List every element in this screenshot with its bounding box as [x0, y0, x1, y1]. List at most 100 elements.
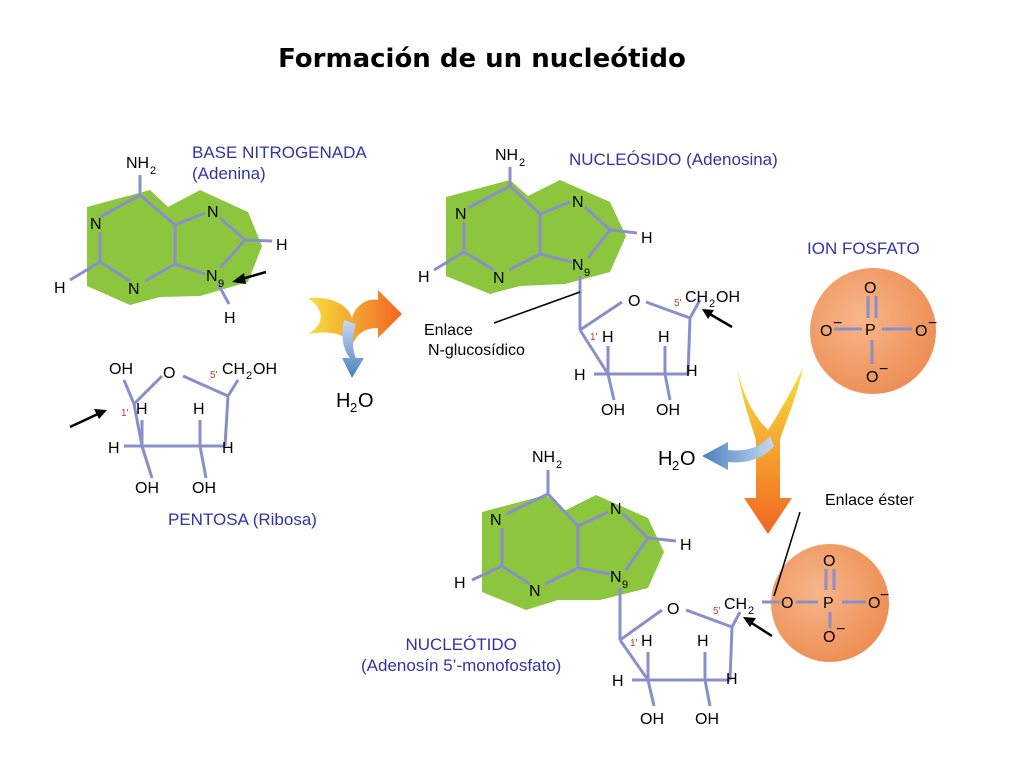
- adenine-h2: H: [54, 280, 66, 297]
- nucleoside-c1-prime: 1': [590, 332, 598, 343]
- nucleotide-h4: H: [697, 633, 709, 650]
- water-1-o: O: [358, 390, 374, 412]
- nucleoside-molecule: N N N N 9 NH 2 H H O 5' CH 2 OH 1' H H H…: [418, 147, 740, 419]
- adenine-bonds: [69, 175, 273, 305]
- nucleoside-c5-prime: 5': [674, 298, 682, 309]
- condensation-arrow-1: H 2 O: [308, 290, 402, 415]
- phosphate-o-bottom-charge: −: [879, 361, 888, 378]
- nucleoside-h1: H: [602, 329, 614, 346]
- ribose-c2-oh: OH: [135, 480, 159, 497]
- adenine-molecule: N N N N 9 NH 2 H H H: [54, 155, 288, 327]
- adenine-n3: N: [128, 281, 140, 298]
- phosphate-ion-circle: [810, 268, 936, 394]
- nucleotide-c2-oh: OH: [640, 711, 664, 728]
- nucleotide-n1: N: [490, 512, 502, 529]
- phosphate-ion-label: ION FOSFATO: [807, 239, 920, 258]
- nucleotide-label-compound: (Adenosín 5’-monofosfato): [361, 656, 562, 675]
- adenine-amino-nh: NH: [126, 155, 149, 172]
- glycosidic-bond-leader: [493, 291, 581, 324]
- nucleoside-base-highlight: [446, 180, 626, 294]
- water-release-arrow-2: [702, 436, 774, 470]
- ribose-ch2-subscript: 2: [246, 370, 252, 382]
- nucleotide-ch2: CH 2: [724, 596, 754, 617]
- nucleotide-molecule: N N N N 9 NH 2 H H O 5' CH 2 1' H H H H …: [454, 449, 889, 728]
- ribose-c3-oh: OH: [192, 480, 216, 497]
- glycosidic-bond-line1: Enlace: [424, 322, 473, 339]
- nucleotide-phosphate-o-bottom-charge: −: [836, 621, 845, 638]
- base-label: BASE NITROGENADA (Adenina): [192, 142, 367, 184]
- ribose-c1-prime: 1': [121, 408, 129, 419]
- ribose-h3: H: [222, 440, 234, 457]
- nucleotide-n9-number: 9: [622, 579, 628, 591]
- nucleoside-n3: N: [493, 270, 505, 287]
- ribose-h2: H: [108, 440, 120, 457]
- ribose-c1-pointer-arrow: [69, 409, 107, 429]
- ribose-ring-oxygen: O: [163, 365, 175, 382]
- nucleoside-ring-oxygen: O: [628, 293, 640, 310]
- nucleotide-phosphate-o-bottom: O: [823, 629, 835, 646]
- base-label-name: BASE NITROGENADA: [192, 143, 367, 162]
- adenine-n9: N: [206, 268, 218, 285]
- ribose-molecule: O OH 5' CH 2 OH 1' H H H H OH OH: [69, 361, 277, 497]
- nucleotide-ch2-subscript: 2: [748, 605, 754, 617]
- nucleoside-amino-nh: NH: [495, 147, 518, 164]
- phosphate-o-left-charge: −: [833, 315, 842, 332]
- ribose-c1-oh: OH: [109, 361, 133, 378]
- nucleotide-phosphate-p: P: [823, 595, 834, 612]
- nucleotide-label: NUCLEÓTIDO (Adenosín 5’-monofosfato): [361, 634, 561, 676]
- nucleotide-h1: H: [641, 633, 653, 650]
- nucleotide-h2prime: H: [612, 673, 624, 690]
- nucleotide-n7: N: [610, 501, 622, 518]
- pentose-label: PENTOSA (Ribosa): [168, 510, 317, 529]
- nucleotide-phosphate-circle: [771, 544, 889, 662]
- nucleotide-h3prime: H: [726, 671, 738, 688]
- ribose-h4: H: [193, 401, 205, 418]
- nucleoside-n9-number: 9: [584, 267, 590, 279]
- nucleoside-ch2oh: CH 2 OH: [685, 289, 740, 310]
- nucleoside-n7: N: [572, 194, 584, 211]
- phosphate-o-left: O: [820, 323, 832, 340]
- water-1-subscript: 2: [350, 400, 357, 415]
- nucleotide-ester-oxygen: O: [781, 595, 793, 612]
- ribose-ch: CH: [222, 361, 245, 378]
- nucleoside-n9: N: [572, 257, 584, 274]
- nucleotide-h2: H: [454, 575, 466, 592]
- water-2-subscript: 2: [672, 458, 679, 473]
- phosphate-o-bottom: O: [866, 369, 878, 386]
- nucleoside-n1: N: [455, 206, 467, 223]
- nucleotide-label-name: NUCLEÓTIDO: [405, 635, 517, 654]
- nucleotide-amino-subscript: 2: [556, 459, 562, 471]
- ribose-ch2oh: CH 2 OH: [222, 361, 277, 382]
- phosphate-o-top: O: [864, 280, 876, 297]
- nucleotide-c3-oh: OH: [695, 711, 719, 728]
- ribose-c5-prime: 5': [210, 370, 218, 381]
- nucleoside-c3-oh: OH: [656, 402, 680, 419]
- page-title: Formación de un nucleótido: [278, 44, 686, 74]
- phosphate-ion: O P O − O − O −: [810, 268, 937, 394]
- nucleotide-c5-pointer-arrow: [743, 617, 773, 638]
- nucleotide-amino-nh: NH: [532, 449, 555, 466]
- nucleotide-phosphate-o-top: O: [823, 553, 835, 570]
- nucleoside-c2-oh: OH: [601, 402, 625, 419]
- nucleotide-n9: N: [610, 569, 622, 586]
- water-release-arrow: [342, 320, 364, 378]
- nucleotide-c1-prime: 1': [630, 638, 638, 649]
- merge-arrow-shape: [308, 290, 402, 346]
- base-label-compound: (Adenina): [192, 164, 266, 183]
- nucleotide-phosphate-o-right: O: [868, 595, 880, 612]
- glycosidic-bond-line2: N-glucosídico: [428, 342, 525, 359]
- phosphate-o-right-charge: −: [928, 315, 937, 332]
- adenine-h8: H: [276, 237, 288, 254]
- ribose-ch2oh-oh: OH: [253, 361, 277, 378]
- ester-bond-leader: [773, 511, 801, 597]
- adenine-n1: N: [90, 216, 102, 233]
- nucleoside-h2: H: [418, 269, 430, 286]
- glycosidic-bond-label: Enlace N-glucosídico: [424, 321, 525, 361]
- nucleotide-h8: H: [680, 537, 692, 554]
- nucleoside-h2prime: H: [574, 367, 586, 384]
- adenine-amino-subscript: 2: [150, 165, 156, 177]
- condensation-arrow-2: H 2 O: [658, 368, 803, 534]
- nucleoside-ch2oh-oh: OH: [716, 289, 740, 306]
- nucleoside-h8: H: [641, 230, 653, 247]
- adenine-n7: N: [207, 204, 219, 221]
